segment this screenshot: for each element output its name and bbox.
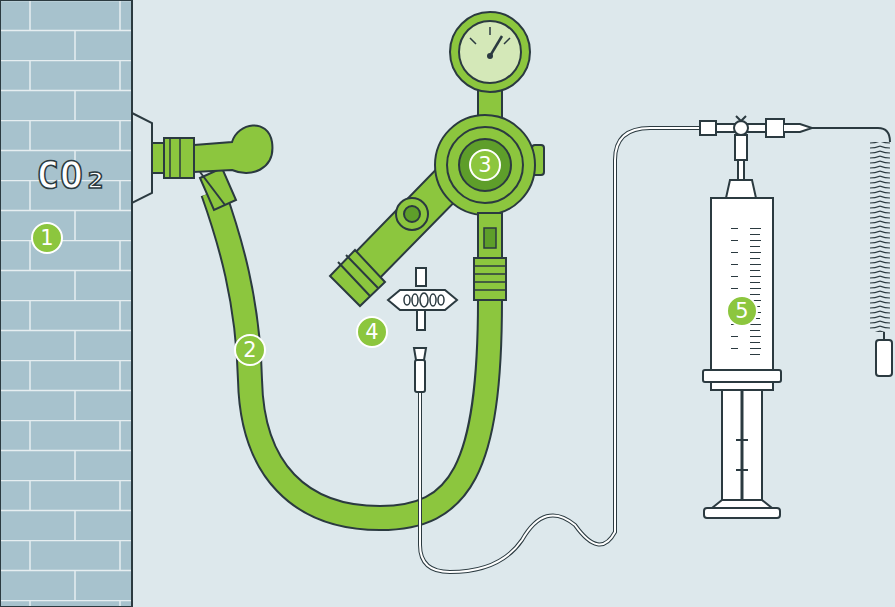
callout-number: 2 <box>234 334 266 366</box>
callout-number: 1 <box>31 222 63 254</box>
callout-number: 4 <box>356 316 388 348</box>
callout-number: 3 <box>469 149 501 181</box>
gas-label: CO₂ <box>12 150 132 200</box>
callout-number: 5 <box>726 295 758 327</box>
